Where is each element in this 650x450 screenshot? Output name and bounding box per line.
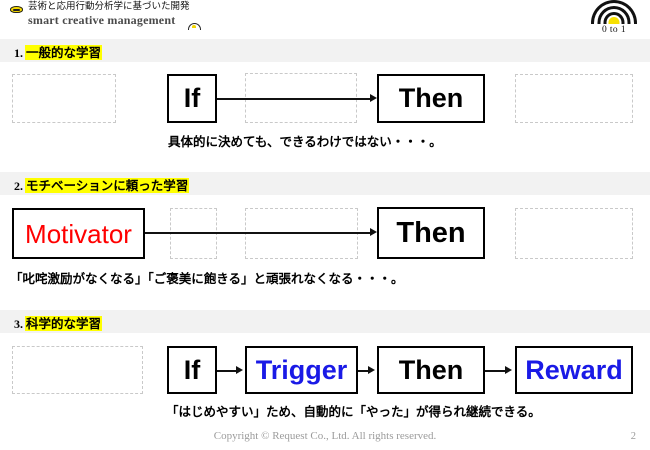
section-band-2: 2.モチベーションに頼った学習 xyxy=(0,172,650,195)
footer-copyright: Copyright © Request Co., Ltd. All rights… xyxy=(213,430,437,442)
row3-box-if-label: If xyxy=(183,354,201,385)
section-band-1: 1.一般的な学習 xyxy=(0,39,650,62)
row1-box-5[interactable] xyxy=(515,74,633,123)
row3-box-reward-label: Reward xyxy=(525,354,623,385)
logo-caption: 0 to 1 xyxy=(601,25,627,35)
row1-arrow-head-icon xyxy=(370,93,377,102)
section-number-3: 3. xyxy=(14,317,23,331)
row3-arrow-line-3 xyxy=(485,370,507,372)
row1-box-then-label: Then xyxy=(398,83,464,113)
row2-arrow-head-icon xyxy=(370,227,377,236)
section-title-3: 科学的な学習 xyxy=(25,316,103,331)
row2-box-then-label: Then xyxy=(396,216,466,249)
brand-tagline-en: smart creative management xyxy=(28,13,176,27)
section-band-3: 3.科学的な学習 xyxy=(0,310,650,333)
row3-arrow-line-2 xyxy=(358,370,370,372)
row3-box-then-label: Then xyxy=(398,354,464,385)
row1-arrow-line xyxy=(217,98,372,100)
row3-arrow-head-3-icon xyxy=(505,365,512,374)
row2-caption: 「叱咤激励がなくなる」「ご褒美に飽きる」と頑張れなくなる・・・。 xyxy=(10,271,404,286)
row2-arrow-line xyxy=(145,232,372,234)
row2-box-motivator-label: Motivator xyxy=(25,218,132,249)
row1-box-1[interactable] xyxy=(12,74,116,123)
section-number-1: 1. xyxy=(14,46,23,60)
row1-box-then[interactable]: Then xyxy=(377,74,485,123)
company-logo: 0 to 1 xyxy=(590,0,638,38)
row3-box-reward[interactable]: Reward xyxy=(515,346,633,394)
row3-box-then[interactable]: Then xyxy=(377,346,485,394)
row1-box-if-label: If xyxy=(183,83,201,113)
row3-box-trigger-label: Trigger xyxy=(255,354,348,385)
brand-block: 芸術と応用行動分析学に基づいた開発 smart creative managem… xyxy=(8,1,268,27)
row2-box-5[interactable] xyxy=(515,208,633,259)
row2-box-motivator[interactable]: Motivator xyxy=(12,208,145,259)
section-title-2: モチベーションに頼った学習 xyxy=(25,178,190,193)
section-heading-1: 1.一般的な学習 xyxy=(14,42,103,61)
brand-tagline-jp: 芸術と応用行動分析学に基づいた開発 xyxy=(28,2,190,12)
page-number: 2 xyxy=(630,431,636,442)
row3-box-if[interactable]: If xyxy=(167,346,217,394)
row1-box-if[interactable]: If xyxy=(167,74,217,123)
section-title-1: 一般的な学習 xyxy=(25,45,103,60)
concentric-arcs-target-icon xyxy=(591,0,637,24)
row3-arrow-line-1 xyxy=(217,370,238,372)
row3-caption: 「はじめやすい」ため、自動的に「やった」が得られ継続できる。 xyxy=(166,404,541,419)
row3-box-1[interactable] xyxy=(12,346,143,394)
section-heading-2: 2.モチベーションに頼った学習 xyxy=(14,175,190,194)
row3-arrow-head-1-icon xyxy=(236,365,243,374)
section-heading-3: 3.科学的な学習 xyxy=(14,313,103,332)
section-number-2: 2. xyxy=(14,179,23,193)
row3-arrow-head-2-icon xyxy=(368,365,375,374)
row3-box-trigger[interactable]: Trigger xyxy=(245,346,358,394)
row1-caption: 具体的に決めても、できるわけではない・・・。 xyxy=(168,134,442,149)
row2-box-then[interactable]: Then xyxy=(377,207,485,259)
yellow-crown-icon xyxy=(10,4,24,15)
brand-small-arc-icon xyxy=(188,20,201,30)
